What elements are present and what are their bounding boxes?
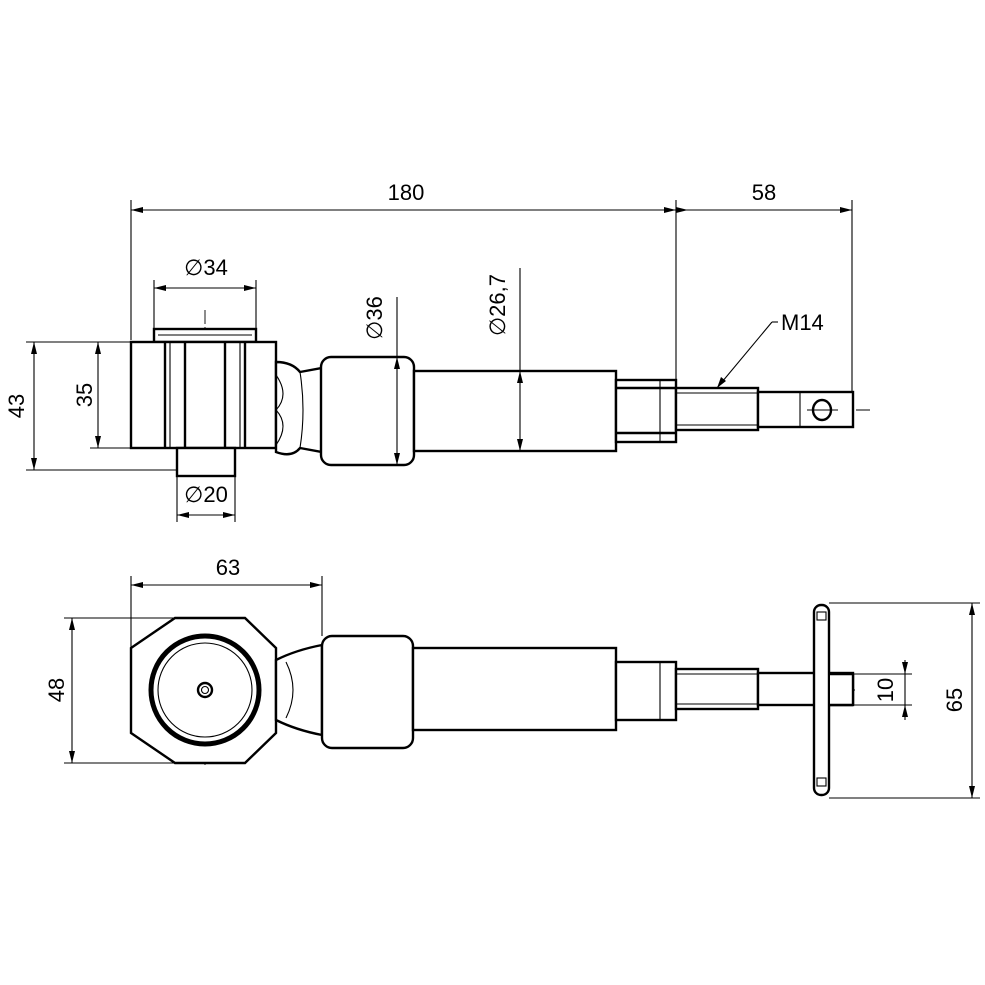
side-collar [320,634,415,750]
collar [319,355,416,467]
top-view: 180 58 ∅34 ∅36 [4,180,872,522]
bottom-boss [175,446,237,478]
tip-section [756,390,855,429]
dim-head-diameter-label: ∅34 [184,255,228,280]
dim-head-height-inner: 35 [72,342,131,449]
side-thread [674,667,760,711]
leader-thread-label: M14 [781,310,824,335]
dim-head-height-outer-label: 43 [4,394,29,418]
dim-side-head-width-label: 63 [216,555,240,580]
dim-side-head-width: 63 [130,555,323,648]
dim-side-head-height-label: 48 [44,678,69,702]
dim-side-head-height: 48 [44,617,175,764]
thread-section [674,386,760,432]
side-neck [274,643,324,737]
dim-tip-length: 58 [676,180,853,392]
head-ring [148,633,262,747]
dim-total-length: 180 [130,180,677,380]
side-view: 63 48 10 65 [44,555,980,799]
leader-thread: M14 [716,310,824,389]
shaft [412,369,618,453]
dim-boss-diameter: ∅20 [176,476,236,522]
dim-head-height-outer: 43 [4,341,177,471]
t-handle-bar [812,603,831,797]
dim-shaft-diameter: ∅26,7 [485,268,523,451]
dim-collar-diameter-label: ∅36 [362,296,387,340]
dim-head-diameter: ∅34 [153,255,257,329]
dim-tip-length-label: 58 [752,180,776,205]
head-body [129,340,278,450]
dim-key-length: 65 [829,602,980,799]
dim-collar-diameter: ∅36 [362,296,400,465]
hex-section [614,378,678,444]
dim-total-length-label: 180 [388,180,425,205]
dim-boss-diameter-label: ∅20 [184,482,228,507]
head-neck [274,360,324,456]
dim-key-length-label: 65 [942,688,967,712]
head-center-pin [196,681,214,699]
side-hex [614,660,678,722]
side-shaft [411,646,618,732]
dim-key-width: 10 [853,660,912,720]
dim-key-width-label: 10 [873,678,898,702]
dim-head-height-inner-label: 35 [72,383,97,407]
dim-shaft-diameter-label: ∅26,7 [485,274,510,336]
